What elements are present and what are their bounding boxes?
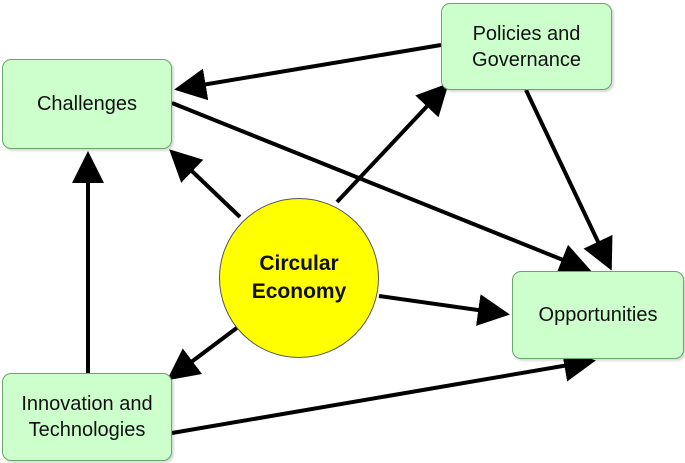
node-opportunities: Opportunities (512, 271, 684, 359)
circular-economy-label: Circular Economy (251, 251, 347, 303)
arrow-policies-to-challenges (174, 43, 442, 101)
arrow-center-to-innovation (166, 322, 244, 381)
node-opportunities-label: Opportunities (538, 304, 658, 326)
arrow-center-to-opportunities (378, 294, 510, 326)
arrow-policies-to-opportunities (524, 89, 613, 271)
node-challenges-label: Challenges (36, 93, 138, 115)
arrow-center-to-policies (335, 83, 449, 204)
node-challenges: Challenges (2, 59, 172, 149)
arrow-challenges-to-opportunities (171, 101, 592, 275)
node-innovation-label: Innovation and Technologies (21, 393, 153, 441)
node-policies-governance: Policies and Governance (441, 3, 612, 90)
arrow-innovation-to-opportunities (171, 349, 596, 435)
circular-economy-circle: Circular Economy (219, 198, 379, 358)
node-innovation-technologies: Innovation and Technologies (2, 373, 172, 461)
node-policies-label: Policies and Governance (472, 22, 581, 71)
arrow-center-to-challenges (169, 149, 242, 219)
